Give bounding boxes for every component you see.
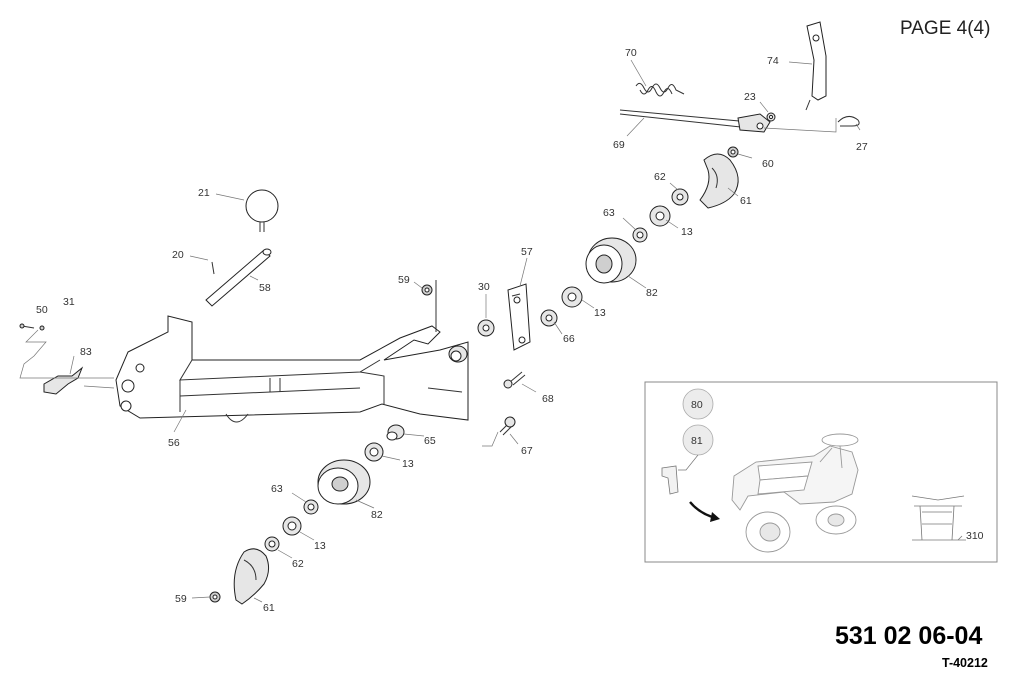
bushing-13-upper-a [649,205,671,227]
wheel-82-lower [317,459,371,505]
callout-65: 65 [424,435,436,447]
callout-23: 23 [744,91,756,103]
callout-labels: 70 74 23 27 69 60 62 61 63 13 21 20 58 5… [36,47,868,614]
callout-30: 30 [478,281,490,293]
callout-82: 82 [371,509,383,521]
washer-62-lower [264,536,280,552]
document-number: 531 02 06-04 [835,622,983,650]
bushing-13-lower-b [282,516,302,536]
callout-20: 20 [172,249,184,261]
bracket-74 [805,21,827,111]
bolt-68 [503,371,526,389]
wheel-82-upper [585,237,637,284]
nut-31 [39,325,45,331]
cover-61-upper [699,153,739,209]
callout-66: 66 [563,333,575,345]
callout-31: 31 [63,296,75,308]
handle-bar-58 [205,248,272,307]
spacer-30 [477,319,495,337]
direction-arrow-icon [710,512,720,522]
hitch-pin-27 [837,116,860,127]
callout-58: 58 [259,282,271,294]
nut-59-upper [421,284,433,296]
callout-63: 63 [271,483,283,495]
callout-13: 13 [402,458,414,470]
callout-61: 61 [740,195,752,207]
nut-59-lower [209,591,221,603]
tractor-illustration [731,433,859,553]
callout-63: 63 [603,207,615,219]
callout-13: 13 [594,307,606,319]
callout-21: 21 [198,187,210,199]
callout-67: 67 [521,445,533,457]
callout-82: 82 [646,287,658,299]
nut-23 [766,112,776,122]
callout-69: 69 [613,139,625,151]
dimension-310: 310 [966,530,984,542]
callout-59: 59 [175,593,187,605]
knob-21 [245,189,279,232]
washer-63-upper [632,227,648,243]
frame-56 [115,280,469,423]
callout-27: 27 [856,141,868,153]
callout-81: 81 [691,435,703,447]
callout-70: 70 [625,47,637,59]
screw-50 [19,323,35,329]
callout-83: 83 [80,346,92,358]
pin-20 [211,261,215,275]
spacer-66 [540,309,558,327]
cover-61-lower [233,548,270,605]
callout-59: 59 [398,274,410,286]
callout-61: 61 [263,602,275,614]
inset-detail: 80 81 310 [644,381,998,563]
drawing-id: T-40212 [942,656,988,670]
bushing-13-upper-b [561,286,583,308]
leader-lines [69,59,861,603]
callout-13: 13 [681,226,693,238]
page-label: PAGE 4(4) [900,18,991,39]
bushing-13-lower-a [364,442,384,462]
bushing-65 [386,424,405,441]
callout-62: 62 [654,171,666,183]
nut-60 [727,146,739,158]
callout-62: 62 [292,558,304,570]
callout-50: 50 [36,304,48,316]
spring-70 [635,82,685,97]
washer-62-upper [671,188,689,206]
callout-74: 74 [767,55,779,67]
callout-80: 80 [691,399,703,411]
callout-57: 57 [521,246,533,258]
callout-13: 13 [314,540,326,552]
callout-56: 56 [168,437,180,449]
plate-57 [507,283,531,351]
callout-circle-80 [682,388,714,420]
callout-60: 60 [762,158,774,170]
bracket-83 [43,366,84,395]
washer-63-lower [303,499,319,515]
callout-68: 68 [542,393,554,405]
bolt-67 [499,416,516,436]
mounting-detail [911,495,966,541]
control-rod-69 [619,109,771,133]
